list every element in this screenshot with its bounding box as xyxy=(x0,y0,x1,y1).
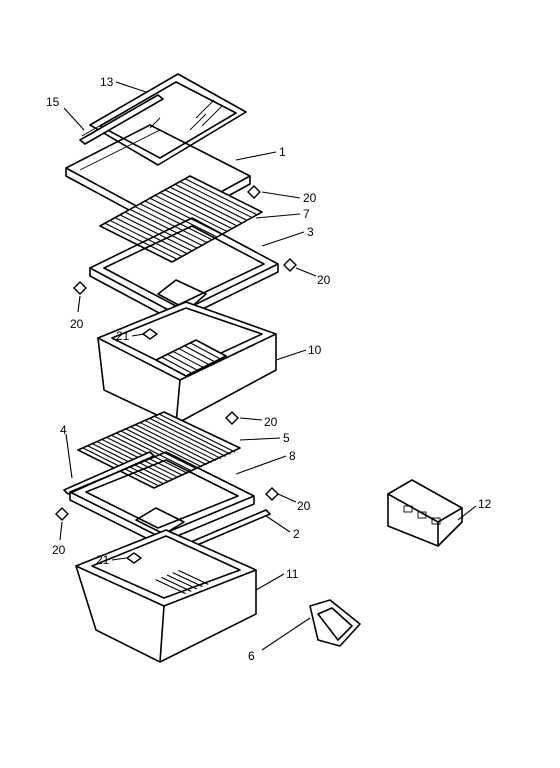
grate-line xyxy=(104,222,178,260)
grate-line xyxy=(174,183,248,221)
grate-line xyxy=(144,419,222,459)
grate-line xyxy=(172,572,203,588)
grate-line xyxy=(134,206,208,244)
callout-20-e: 20 xyxy=(297,499,311,513)
grate-line xyxy=(172,350,204,368)
callout-4: 4 xyxy=(60,423,67,437)
grate-line xyxy=(155,579,186,595)
callout-20-f: 20 xyxy=(52,543,66,557)
grate-line xyxy=(184,178,258,216)
grate-line xyxy=(158,413,236,453)
crisper-trim-bar-part xyxy=(63,451,155,495)
callout-11: 11 xyxy=(286,567,299,581)
grate-line xyxy=(125,428,203,468)
grate-lines-lower xyxy=(82,413,236,487)
grate-line xyxy=(178,348,210,366)
callout-labels: 13 15 1 20 7 3 20 20 21 10 20 4 5 8 20 1… xyxy=(46,75,492,663)
callout-5: 5 xyxy=(283,431,290,445)
grate-line xyxy=(167,353,198,371)
callout-15: 15 xyxy=(46,95,60,109)
grate-line xyxy=(114,217,188,255)
callout-20-b: 20 xyxy=(317,273,331,287)
shelf-front-trim-part xyxy=(79,90,164,145)
clip-part xyxy=(55,185,297,564)
callout-10: 10 xyxy=(308,343,322,357)
grate-line xyxy=(179,181,253,219)
callout-8: 8 xyxy=(289,449,296,463)
grate-line xyxy=(164,189,238,227)
leader-lines xyxy=(59,81,477,651)
drawer-vent-upper xyxy=(161,342,221,374)
grate-line xyxy=(178,569,209,585)
grate-line xyxy=(139,422,217,462)
grate-line xyxy=(159,192,233,230)
grate-line xyxy=(184,345,215,363)
grate-line xyxy=(120,430,198,470)
grate-line xyxy=(144,200,218,238)
grate-line xyxy=(124,211,198,249)
glass-shelf-part xyxy=(89,73,247,166)
crisper-drawer-upper-part xyxy=(97,301,277,425)
callout-6: 6 xyxy=(248,649,255,663)
cover-panel-part xyxy=(309,599,361,647)
grate-line xyxy=(154,194,228,232)
crisper-cover-upper-part xyxy=(99,175,263,263)
grate-line xyxy=(161,356,192,374)
crisper-drawer-lower-part xyxy=(75,529,257,663)
grate-line xyxy=(129,208,203,246)
callout-20-c: 20 xyxy=(70,317,84,331)
grate-line xyxy=(139,203,213,241)
door-bin-part xyxy=(387,479,463,547)
grate-line xyxy=(190,342,221,360)
callout-3: 3 xyxy=(307,225,314,239)
grate-line xyxy=(154,415,231,455)
grate-line xyxy=(161,576,192,592)
callout-21-b: 21 xyxy=(96,553,110,567)
grate-line xyxy=(109,219,183,257)
grate-line xyxy=(130,426,207,466)
callout-12: 12 xyxy=(478,497,492,511)
grate-line xyxy=(166,574,198,590)
callout-13: 13 xyxy=(100,75,114,89)
drawer-vent-lower xyxy=(155,569,209,595)
callout-20-a: 20 xyxy=(303,191,317,205)
grate-line xyxy=(135,424,212,464)
callout-7: 7 xyxy=(303,207,310,221)
callout-20-d: 20 xyxy=(264,415,278,429)
grate-line xyxy=(149,417,226,457)
grate-line xyxy=(119,214,193,252)
callout-1: 1 xyxy=(279,145,286,159)
callout-2: 2 xyxy=(293,527,300,541)
callout-21-a: 21 xyxy=(116,329,130,343)
grate-line xyxy=(169,186,243,224)
grate-line xyxy=(115,432,193,472)
